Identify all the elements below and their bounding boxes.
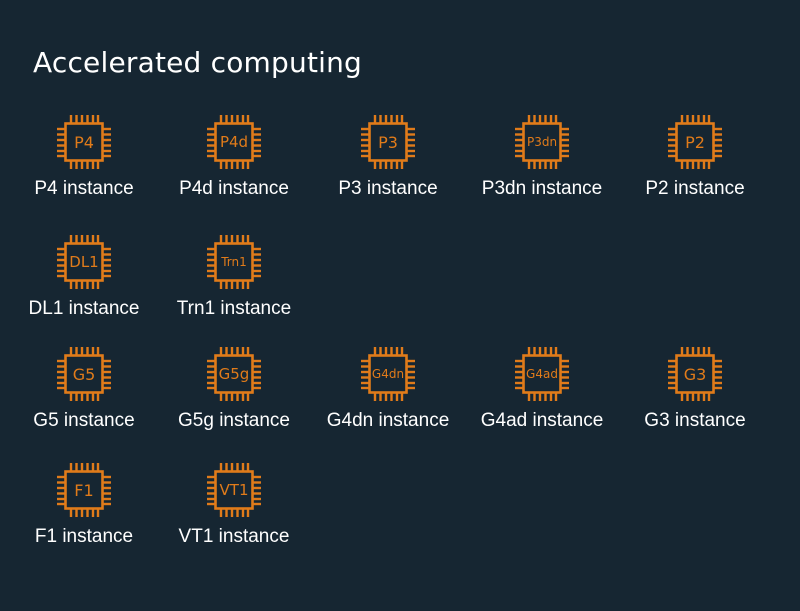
instance-tile-p3: P3 P3 instance (311, 112, 465, 222)
chip-label: G3 (683, 364, 707, 384)
chip-label: P4 (74, 132, 94, 152)
chip-icon: G5g (204, 344, 264, 404)
instance-label: F1 instance (34, 526, 134, 547)
chip-label: P4d (219, 133, 249, 151)
instance-label: P3 instance (338, 178, 438, 199)
chip-label: P3 (378, 132, 398, 152)
chip-label: Trn1 (221, 255, 247, 269)
chip-icon: VT1 (204, 460, 264, 520)
chip-icon: G4ad (512, 344, 572, 404)
chip-icon: P3 (358, 112, 418, 172)
chip-icon: G4dn (358, 344, 418, 404)
chip-icon: Trn1 (204, 232, 264, 292)
instance-label: P4 instance (34, 178, 134, 199)
chip-icon: P4d (204, 112, 264, 172)
instance-label: G4ad instance (480, 410, 604, 431)
chip-label: DL1 (69, 253, 99, 271)
instance-label: P3dn instance (481, 178, 603, 199)
instance-label: G5g instance (178, 410, 290, 431)
chip-label: G4dn (371, 367, 405, 381)
instance-tile-g5: G5 G5 instance (7, 344, 161, 454)
chip-icon: P3dn (512, 112, 572, 172)
instance-label: G5 instance (33, 410, 135, 431)
chip-icon: G3 (665, 344, 725, 404)
instance-label: G4dn instance (326, 410, 450, 431)
chip-label: G5g (218, 365, 250, 383)
instance-label: P4d instance (179, 178, 289, 199)
instance-tile-f1: F1 F1 instance (7, 460, 161, 570)
instance-label: DL1 instance (28, 298, 140, 319)
instance-label: G3 instance (644, 410, 746, 431)
chip-label: P2 (685, 132, 705, 152)
chip-icon: DL1 (54, 232, 114, 292)
instance-label: P2 instance (645, 178, 745, 199)
chip-icon: F1 (54, 460, 114, 520)
chip-label: VT1 (219, 481, 249, 499)
chip-icon: P4 (54, 112, 114, 172)
chip-label: G4ad (526, 367, 558, 381)
instance-label: Trn1 instance (176, 298, 292, 319)
chip-label: P3dn (526, 135, 558, 149)
instance-tile-p2: P2 P2 instance (618, 112, 772, 222)
chip-icon: P2 (665, 112, 725, 172)
chip-icon: G5 (54, 344, 114, 404)
instance-tile-g3: G3 G3 instance (618, 344, 772, 454)
chip-label: F1 (74, 480, 94, 500)
chip-label: G5 (72, 364, 96, 384)
instance-tile-p4: P4 P4 instance (7, 112, 161, 222)
page-title: Accelerated computing (33, 46, 363, 79)
instance-label: VT1 instance (178, 526, 290, 547)
